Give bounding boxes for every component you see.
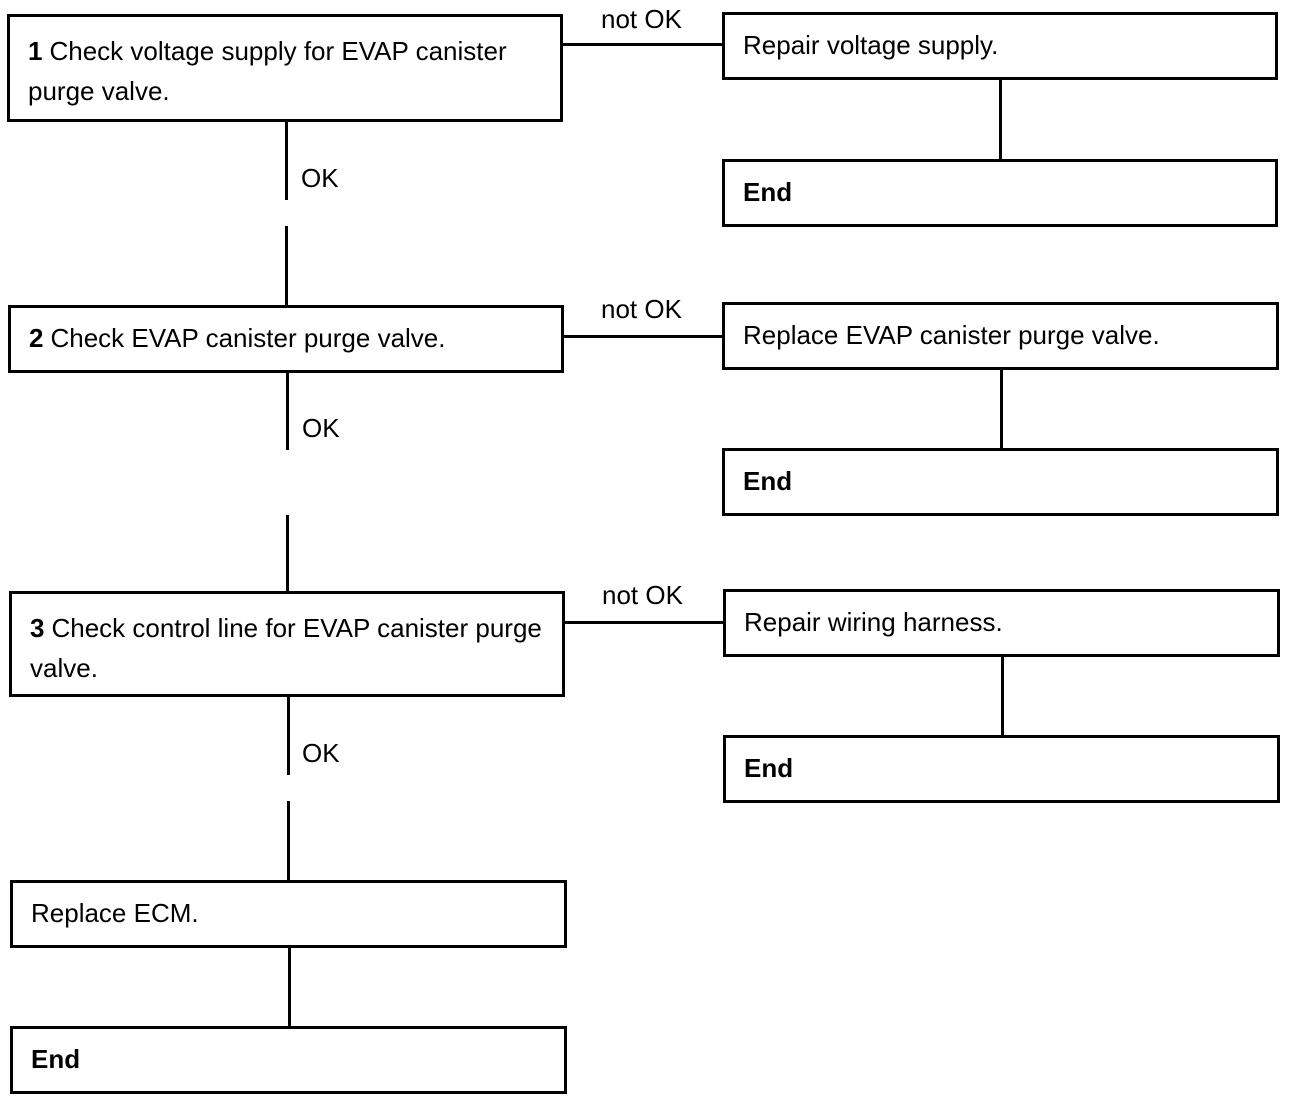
step-1-end-box: End (722, 159, 1278, 227)
step-3-fail-end-connector (1001, 657, 1004, 736)
step-1-not-ok-label: not OK (601, 4, 682, 34)
step-1-fail-action-box: Repair voltage supply. (722, 12, 1278, 80)
step-2-fail-action-text: Replace EVAP canister purge valve. (743, 320, 1160, 350)
step-3-fail-action-text: Repair wiring harness. (744, 607, 1003, 637)
replace-ecm-text: Replace ECM. (31, 898, 199, 928)
step-1-fail-connector (563, 43, 723, 46)
step-1-fail-action-text: Repair voltage supply. (743, 30, 999, 60)
step-2-fail-connector (564, 335, 723, 338)
step-3-fail-action-box: Repair wiring harness. (723, 589, 1280, 657)
step-2-number: 2 (29, 323, 44, 353)
step-2-end-box: End (722, 448, 1279, 516)
ok-1-label: OK (301, 163, 339, 193)
final-end-connector (288, 948, 291, 1027)
step-2-not-ok-label: not OK (601, 294, 682, 324)
ok-3-label: OK (302, 738, 340, 768)
step-3-fail-connector (565, 621, 724, 624)
ok-2-label: OK (302, 413, 340, 443)
step-2-fail-action-box: Replace EVAP canister purge valve. (722, 302, 1279, 370)
ok-1-connector-lower (285, 226, 288, 306)
final-end-text: End (31, 1044, 81, 1074)
step-3-text: Check control line for EVAP canister pur… (30, 613, 542, 683)
ok-2-connector-upper (286, 373, 289, 450)
step-1-fail-end-connector (999, 80, 1002, 160)
ok-1-connector-upper (285, 122, 288, 200)
step-2-fail-end-connector (1000, 370, 1003, 449)
step-3-not-ok-label: not OK (602, 580, 683, 610)
step-3-end-box: End (723, 735, 1280, 803)
step-3-number: 3 (30, 613, 45, 643)
step-2-text: Check EVAP canister purge valve. (50, 323, 446, 353)
final-end-box: End (10, 1026, 567, 1094)
step-1-number: 1 (28, 36, 43, 66)
step-3-end-text: End (744, 753, 794, 783)
replace-ecm-box: Replace ECM. (10, 880, 567, 948)
ok-3-connector-lower (287, 801, 290, 881)
step-1-end-text: End (743, 177, 793, 207)
ok-3-connector-upper (287, 697, 290, 775)
step-1-text: Check voltage supply for EVAP canister p… (28, 36, 507, 106)
ok-2-connector-lower (286, 515, 289, 592)
step-2-end-text: End (743, 466, 793, 496)
